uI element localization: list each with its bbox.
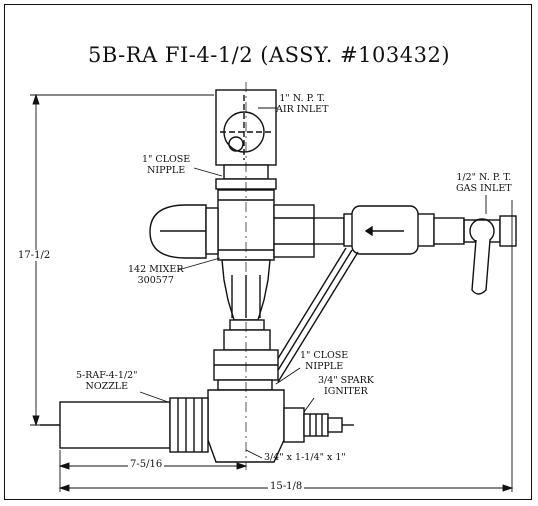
nozzle-label: 5-RAF-4-1/2" NOZZLE bbox=[76, 370, 138, 392]
close-nipple-top-label: 1" CLOSE NIPPLE bbox=[142, 154, 191, 176]
spark-igniter bbox=[283, 407, 305, 443]
overall-width-dimension: 15-1/8 bbox=[268, 481, 305, 492]
drawing-title: 5B-RA FI-4-1/2 (ASSY. #103432) bbox=[87, 43, 451, 67]
spark-igniter-label: 3/4" SPARK IGNITER bbox=[318, 375, 374, 397]
overall-height-dimension: 17-1/2 bbox=[16, 250, 53, 261]
lower-union bbox=[223, 329, 271, 351]
mixer-side-nut bbox=[273, 204, 315, 258]
air-inlet-label: 1" N. P. T. AIR INLET bbox=[276, 93, 329, 115]
drawing-frame bbox=[4, 4, 532, 500]
gas-inlet-label: 1/2" N. P. T. GAS INLET bbox=[456, 172, 512, 194]
gas-cock bbox=[469, 218, 495, 244]
mixer-label: 142 MIXER 300577 bbox=[128, 264, 184, 286]
nozzle-length-dimension: 7-5/16 bbox=[128, 459, 165, 470]
reducer-label: 3/4" x 1-1/4" x 1" bbox=[264, 452, 346, 463]
close-nipple-bottom bbox=[217, 379, 273, 391]
gas-cock-handle bbox=[471, 239, 491, 295]
close-nipple-bottom-label: 1" CLOSE NIPPLE bbox=[300, 350, 349, 372]
nozzle bbox=[59, 401, 171, 449]
